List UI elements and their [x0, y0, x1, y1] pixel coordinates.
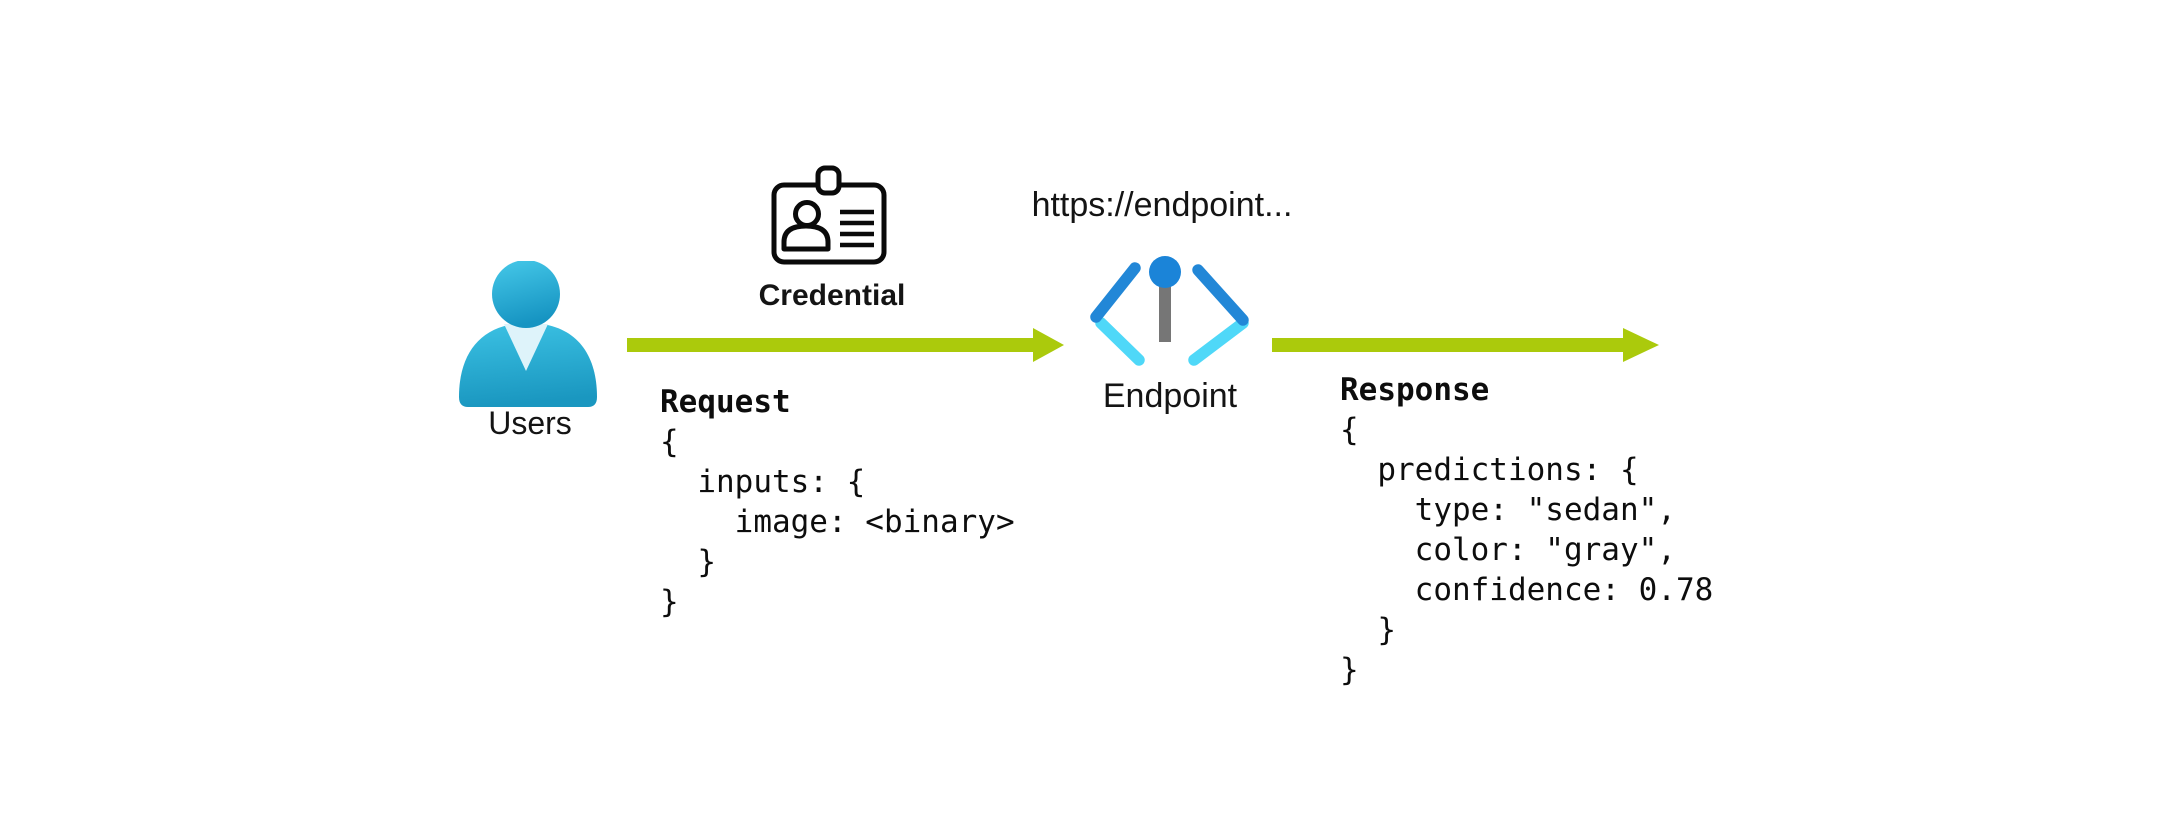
request-code-line: } [660, 544, 716, 580]
response-code-block: Response { predictions: { type: "sedan",… [1340, 370, 1713, 690]
left-chevron-lower [1095, 317, 1145, 366]
response-code-line: { [1340, 412, 1359, 448]
right-chevron-upper [1192, 264, 1249, 326]
pin-head [1149, 256, 1181, 288]
response-arrow-right-icon [1272, 328, 1659, 362]
response-code-line: type: "sedan", [1340, 492, 1676, 528]
response-code-line: color: "gray", [1340, 532, 1676, 568]
response-heading: Response [1340, 372, 1490, 408]
id-badge-icon [771, 165, 887, 265]
pin-stem [1159, 282, 1171, 342]
response-code-line: confidence: 0.78 [1340, 572, 1714, 608]
endpoint-label: Endpoint [1102, 377, 1238, 415]
badge-clip [815, 165, 842, 196]
users-label: Users [488, 405, 572, 441]
code-brackets-pin-icon [1090, 256, 1249, 366]
credential-label: Credential [758, 279, 906, 312]
request-code-line: image: <binary> [660, 504, 1015, 540]
request-arrow-right-icon [627, 328, 1064, 362]
person-collar [504, 324, 548, 371]
response-code-line: predictions: { [1340, 452, 1639, 488]
request-code-line: } [660, 584, 679, 620]
response-code-line: } [1340, 652, 1359, 688]
response-code-line: } [1340, 612, 1396, 648]
badge-text-lines [840, 209, 874, 248]
left-chevron-upper [1090, 262, 1141, 323]
person-icon [459, 261, 597, 407]
request-code-line: inputs: { [660, 464, 866, 500]
request-heading: Request [660, 384, 791, 420]
request-code-line: { [660, 424, 679, 460]
endpoint-url-label: https://endpoint... [1031, 186, 1293, 224]
person-head [492, 261, 560, 328]
badge-person-head [793, 200, 821, 228]
right-chevron-lower [1188, 317, 1249, 366]
request-code-block: Request { inputs: { image: <binary> } } [660, 382, 1015, 622]
